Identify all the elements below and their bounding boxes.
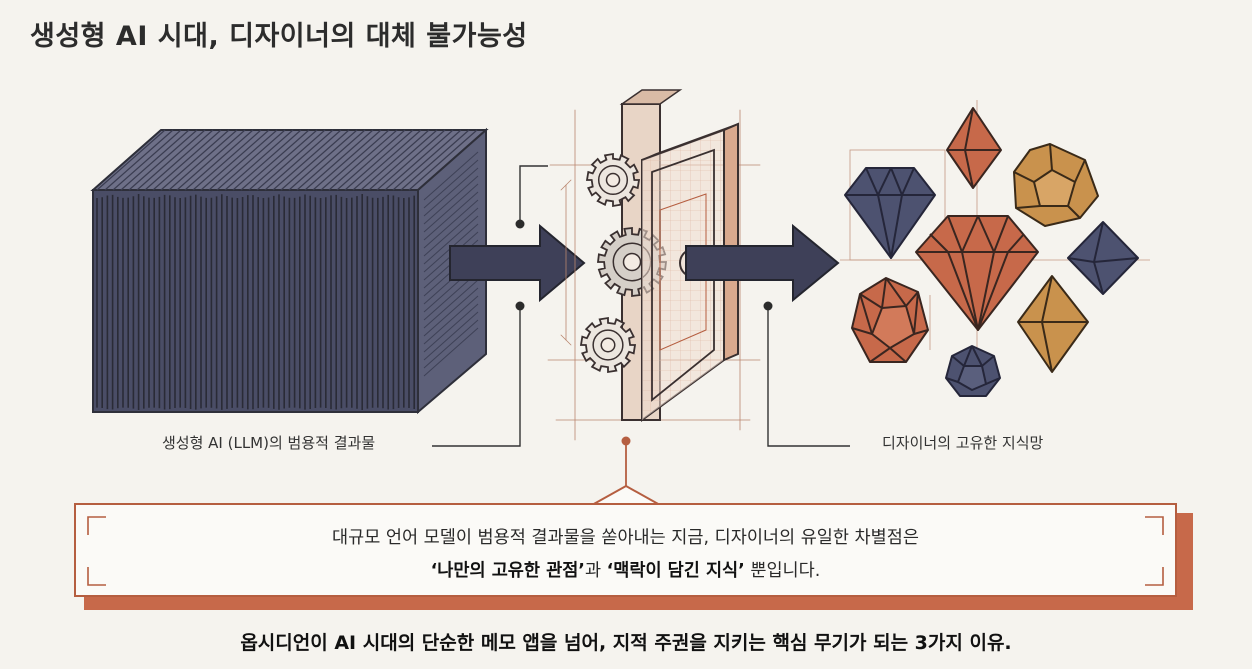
unique-knowledge-gems xyxy=(840,100,1150,397)
arrow-right-icon xyxy=(685,223,840,303)
quote-line-2: ‘나만의 고유한 관점’과 ‘맥락이 담긴 지식’ 뿐입니다. xyxy=(76,557,1175,582)
gear-icon xyxy=(579,316,637,374)
arrow-right-icon xyxy=(449,223,586,303)
caption-generic-output: 생성형 AI (LLM)의 범용적 결과물 xyxy=(162,434,376,452)
knowledge-filter-machine xyxy=(547,89,761,441)
generic-output-block xyxy=(90,127,489,415)
quote-emphasis-knowledge: ‘맥락이 담긴 지식’ xyxy=(606,561,745,581)
gear-icon xyxy=(585,152,641,208)
quote-box: 대규모 언어 모델이 범용적 결과물을 쏟아내는 지금, 디자이너의 유일한 차… xyxy=(74,503,1177,597)
quote-emphasis-perspective: ‘나만의 고유한 관점’ xyxy=(430,561,585,581)
quote-corner-brackets xyxy=(87,516,1164,586)
page-title: 생성형 AI 시대, 디자이너의 대체 불가능성 xyxy=(30,21,528,52)
quote-connector: 과 xyxy=(584,561,607,581)
caption-designer-knowledge: 디자이너의 고유한 지식망 xyxy=(882,434,1044,452)
annotation-connectors xyxy=(432,165,850,447)
quote-ending: 뿐입니다. xyxy=(744,561,821,581)
footer-summary: 옵시디언이 AI 시대의 단순한 메모 앱을 넘어, 지적 주권을 지키는 핵심… xyxy=(240,632,1012,654)
quote-line-1: 대규모 언어 모델이 범용적 결과물을 쏟아내는 지금, 디자이너의 유일한 차… xyxy=(332,528,919,548)
